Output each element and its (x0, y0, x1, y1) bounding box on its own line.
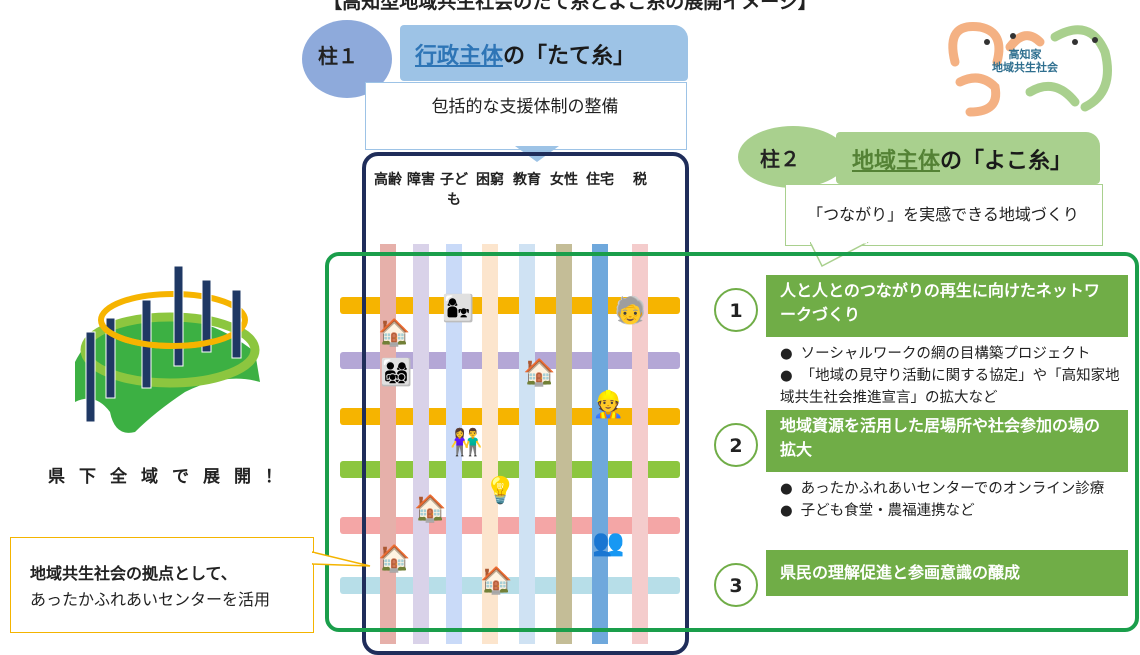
house-icon: 🏠 (414, 494, 447, 524)
logo-text: 高知家 地域共生社会 (975, 48, 1075, 74)
column-heading: 障害 (407, 172, 435, 188)
community-frame (325, 252, 1139, 632)
house-icon: 🏠 (523, 358, 556, 388)
people-icon: 💡 (484, 476, 517, 506)
item-bullet-text: 子ども食堂・農福連携など (800, 503, 975, 519)
item-heading: 地域資源を活用した居場所や社会参加の場の拡大 (766, 410, 1128, 472)
people-icon: 👫 (450, 428, 483, 458)
column-bar (482, 244, 498, 644)
column-bar (556, 244, 572, 644)
item-bullet-text: 「地域の見守り活動に関する協定」や「高知家地域共生社会推進宣言」の拡大など (780, 368, 1120, 406)
pillar2-banner (836, 132, 1100, 184)
pillar2-title-underlined: 地域主体 (852, 149, 941, 174)
column-heading: 困窮 (476, 172, 504, 188)
logo (935, 12, 1130, 124)
pillar1-description: 包括的な支援体制の整備 (431, 97, 619, 117)
bullet-dot-icon: ● (780, 346, 793, 362)
item-bullet: ●「地域の見守り活動に関する協定」や「高知家地域共生社会推進宣言」の拡大など (780, 365, 1125, 409)
item-number: 3 (714, 563, 758, 607)
map-caption: 県下全域で展開！ (48, 467, 296, 487)
column-heading: 税 (633, 172, 647, 188)
logo-line2: 地域共生社会 (992, 61, 1058, 74)
pillar1-title: 行政主体の「たて糸」 (415, 38, 635, 70)
house-icon: 🏠 (480, 566, 513, 596)
logo-line1: 高知家 (1008, 48, 1042, 61)
item-bullet-text: ソーシャルワークの網の目構築プロジェクト (800, 346, 1091, 362)
column-bar (413, 244, 429, 644)
item-bullet: ● あったかふれあいセンターでのオンライン診療 (780, 478, 1125, 500)
pillar1-title-rest: の「たて糸」 (503, 44, 636, 69)
house-icon: 🏠 (378, 544, 411, 574)
pillar1-title-underlined: 行政主体 (415, 44, 504, 69)
bullet-dot-icon: ● (780, 481, 793, 497)
item-bullet: ● 子ども食堂・農福連携など (780, 500, 1125, 522)
column-heading: 住宅 (586, 172, 614, 188)
pillar2-title: 地域主体の「よこ糸」 (852, 143, 1072, 175)
item-heading: 県民の理解促進と参画意識の醸成 (766, 550, 1128, 596)
pillar1-banner (400, 25, 688, 81)
column-heading: 子ども (440, 172, 468, 208)
item-number: 2 (714, 423, 758, 467)
item-bullet: ● ソーシャルワークの網の目構築プロジェクト (780, 343, 1125, 365)
item-number: 1 (714, 288, 758, 332)
column-heading: 女性 (550, 172, 578, 188)
item-bullet-text: あったかふれあいセンターでのオンライン診療 (800, 481, 1105, 497)
people-icon: 🧓 (614, 296, 647, 326)
column-bar (592, 244, 608, 644)
pillar2-title-rest: の「よこ糸」 (940, 149, 1073, 174)
people-icon: 👩‍👧 (442, 294, 475, 324)
center-callout-tail (312, 551, 371, 567)
pillar2-circle (738, 126, 848, 188)
house-icon: 🏠 (378, 318, 411, 348)
people-icon: 👨‍👩‍👧‍👦 (380, 358, 413, 388)
column-heading: 高齢 (374, 172, 402, 188)
pillar2-description: 「つながり」を実感できる地域づくり (807, 205, 1079, 224)
bullet-dot-icon: ● (780, 368, 793, 384)
column-heading: 教育 (513, 172, 541, 188)
people-icon: 👥 (592, 528, 625, 558)
pillar2-label: 柱２ (760, 147, 800, 171)
column-bar (632, 244, 648, 644)
column-bar (380, 244, 396, 644)
center-callout-bold: 地域共生社会の拠点として、 (30, 564, 237, 583)
item-heading: 人と人とのつながりの再生に向けたネットワークづくり (766, 275, 1128, 337)
page-title: 【高知型地域共生社会のたて糸とよこ糸の展開イメージ】 (323, 0, 817, 13)
people-icon: 👷 (592, 390, 625, 420)
column-bar (446, 244, 462, 644)
center-callout-text: あったかふれあいセンターを活用 (30, 590, 271, 609)
center-callout (10, 537, 314, 633)
bullet-dot-icon: ● (780, 503, 793, 519)
column-bar (519, 244, 535, 644)
pillar2-box (785, 184, 1103, 246)
kochi-map-illustration (75, 265, 260, 433)
pillar1-label: 柱１ (318, 44, 358, 68)
